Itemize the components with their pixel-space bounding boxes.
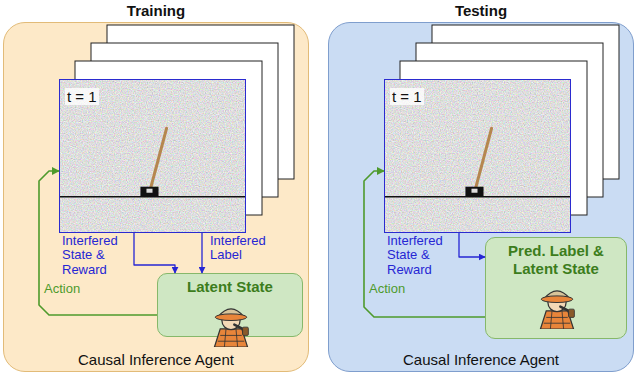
- panel-title: Training: [4, 2, 308, 19]
- time-step: t = 1: [65, 88, 99, 105]
- data-arrow: [134, 233, 175, 273]
- panel-title: Testing: [329, 2, 633, 19]
- data-arrow: [201, 233, 202, 273]
- box-label: Pred. Label & Latent State: [486, 238, 626, 280]
- edge-label: Action: [369, 282, 429, 296]
- latent-state-box: Pred. Label & Latent State: [485, 237, 627, 339]
- edge-label: Interfered Label: [210, 234, 284, 263]
- edge-label: Interfered State & Reward: [62, 234, 130, 277]
- panel-caption: Causal Inference Agent: [4, 351, 308, 368]
- edge-label: Interfered State & Reward: [387, 234, 455, 277]
- state-frame: t = 1: [59, 79, 246, 233]
- detective-icon: [525, 281, 589, 329]
- agent-panel: TrainingCausal Inference Agent t = 1Late…: [3, 22, 309, 372]
- edge-label: Action: [44, 282, 104, 296]
- state-frame: t = 1: [384, 79, 571, 233]
- time-step: t = 1: [390, 88, 424, 105]
- panel-caption: Causal Inference Agent: [329, 351, 633, 368]
- action-arrow: [39, 171, 157, 315]
- detective-icon: [199, 299, 263, 347]
- action-arrow: [364, 171, 485, 317]
- box-label: Latent State: [158, 274, 302, 298]
- latent-state-box: Latent State: [157, 273, 303, 337]
- data-arrow: [459, 233, 485, 257]
- agent-panel: TestingCausal Inference Agent t = 1Pred.…: [328, 22, 634, 372]
